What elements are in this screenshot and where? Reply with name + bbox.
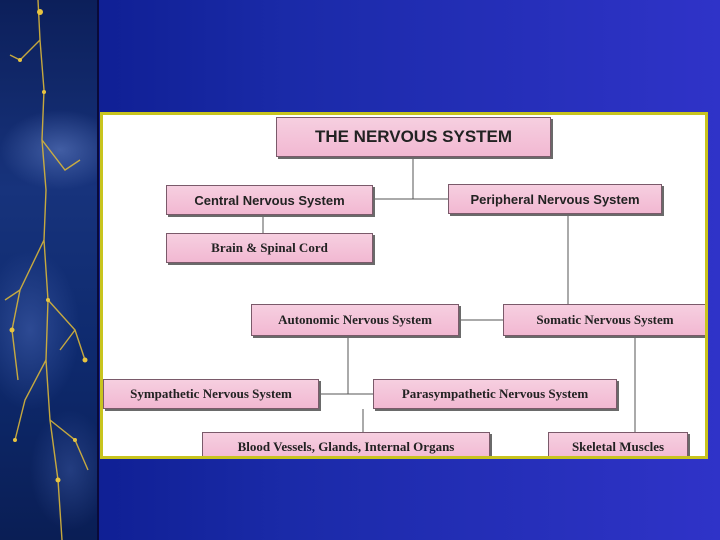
pns-node: Peripheral Nervous System (448, 184, 662, 214)
brain-spinal-cord-node: Brain & Spinal Cord (166, 233, 373, 263)
title-node: THE NERVOUS SYSTEM (276, 117, 551, 157)
organs-node: Blood Vessels, Glands, Internal Organs (202, 432, 490, 456)
skeletal-muscles-node: Skeletal Muscles (548, 432, 688, 456)
cns-node: Central Nervous System (166, 185, 373, 215)
autonomic-node: Autonomic Nervous System (251, 304, 459, 336)
neuron-illustration (4, 0, 89, 540)
parasympathetic-node: Parasympathetic Nervous System (373, 379, 617, 409)
diagram-panel: THE NERVOUS SYSTEM Central Nervous Syste… (100, 112, 708, 459)
connector-lines (262, 158, 636, 432)
neuron-photo-strip (0, 0, 99, 540)
somatic-node: Somatic Nervous System (503, 304, 705, 336)
sympathetic-node: Sympathetic Nervous System (103, 379, 319, 409)
